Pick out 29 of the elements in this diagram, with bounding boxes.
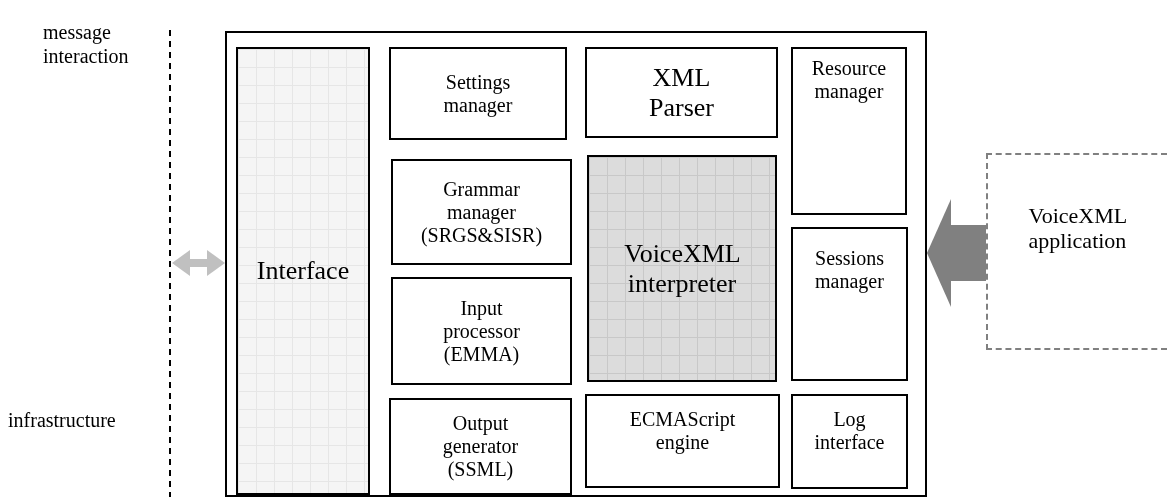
component-label: VoiceXML application — [1028, 203, 1127, 254]
component-label: Output generator (SSML) — [442, 412, 519, 481]
double-arrow — [172, 250, 225, 276]
component-label: Log interface — [814, 408, 885, 454]
component-label: Interface — [256, 256, 350, 286]
component-box — [391, 277, 572, 385]
component-label: ECMAScript engine — [629, 408, 736, 454]
component-box — [585, 47, 778, 138]
component-label: Settings manager — [443, 70, 513, 117]
component-label: Grammar manager (SRGS&SISR) — [420, 177, 543, 247]
interpreter-box — [587, 155, 777, 382]
component-label: Resource manager — [811, 57, 887, 103]
component-label: VoiceXML interpreter — [624, 238, 740, 299]
component-box — [791, 227, 908, 381]
component-box — [389, 398, 572, 495]
component-box — [585, 394, 780, 488]
component-box — [389, 47, 567, 140]
external-box — [986, 153, 1167, 350]
component-label: XML Parser — [649, 62, 714, 123]
component-label: Sessions manager — [815, 247, 884, 293]
component-box — [791, 47, 907, 215]
system-frame — [225, 31, 927, 497]
component-box — [791, 394, 908, 489]
block-arrow — [927, 199, 986, 307]
component-box — [391, 159, 572, 265]
interface-panel — [236, 47, 370, 495]
component-label: Input processor (EMMA) — [443, 296, 520, 366]
side-label: message interaction — [43, 20, 130, 68]
side-label: infrastructure — [8, 408, 117, 432]
